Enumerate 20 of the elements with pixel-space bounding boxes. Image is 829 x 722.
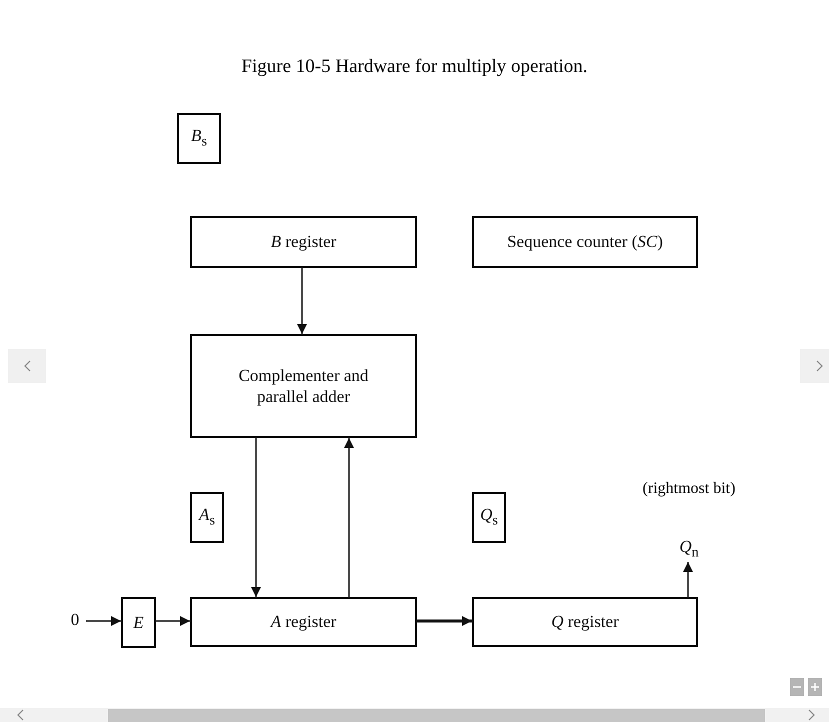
arrow (297, 268, 307, 334)
register-symbol-box: B register (190, 216, 417, 268)
arrow (251, 438, 261, 597)
register-symbol-box: A$_{s}$ (190, 492, 224, 543)
arrow (417, 616, 472, 626)
figure-title: Figure 10-5 Hardware for multiply operation. (240, 56, 589, 78)
signal-label: 0 (66, 606, 84, 634)
register-symbol-box: A register (190, 597, 417, 647)
note-text: (rightmost bit) (642, 480, 736, 498)
arrow (683, 562, 693, 597)
register-symbol-box: Q register (472, 597, 698, 647)
register-symbol-box: Sequence counter (SC) (472, 216, 698, 268)
register-box: Complementer and parallel adder (190, 334, 417, 438)
arrow (156, 616, 190, 626)
arrow (86, 616, 121, 626)
signal-label: Q$_{n}$ (676, 536, 702, 562)
arrow (344, 438, 354, 597)
register-symbol-box: Q$_{s}$ (472, 492, 506, 543)
register-symbol-box: B$_{s}$ (177, 113, 221, 164)
register-symbol-box: E (121, 597, 156, 648)
